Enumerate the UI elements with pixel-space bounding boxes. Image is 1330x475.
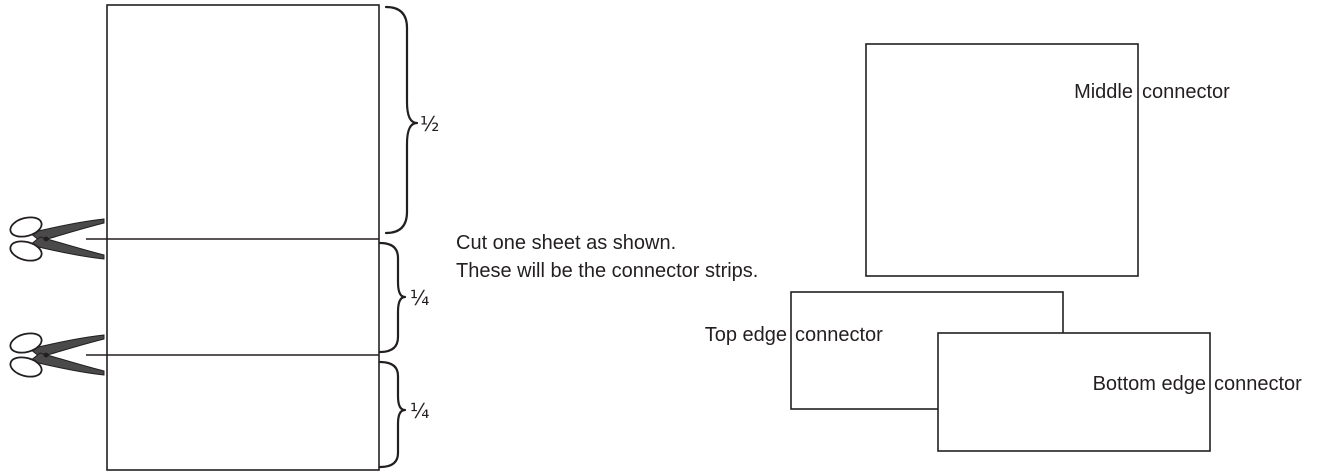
brace-quarter-upper bbox=[378, 241, 407, 354]
top-edge-connector-suffix: connector bbox=[795, 324, 883, 346]
instruction-line-2: These will be the connector strips. bbox=[456, 260, 758, 282]
bottom-edge-connector: Bottom edge connector bbox=[937, 332, 1302, 452]
top-edge-connector-word: Top edge bbox=[705, 324, 787, 346]
scissors-icon bbox=[9, 332, 105, 378]
bottom-edge-connector-word: Bottom edge bbox=[1093, 373, 1206, 395]
brace-quarter-lower bbox=[378, 360, 407, 469]
fraction-half: ½ bbox=[420, 112, 439, 136]
fraction-quarter-lower: ¼ bbox=[410, 399, 429, 423]
middle-connector-word: Middle bbox=[1074, 81, 1133, 103]
middle-connector-rect bbox=[865, 43, 1139, 277]
middle-connector-suffix: connector bbox=[1142, 81, 1230, 103]
instruction-line-1: Cut one sheet as shown. bbox=[456, 232, 676, 254]
brace-half bbox=[384, 5, 419, 235]
paper-sheet bbox=[86, 4, 380, 471]
middle-connector: Middle connector bbox=[865, 43, 1230, 277]
sheet-outline bbox=[106, 4, 380, 471]
bottom-edge-connector-rect bbox=[937, 332, 1211, 452]
fraction-quarter-upper: ¼ bbox=[410, 286, 429, 310]
bottom-edge-connector-suffix: connector bbox=[1214, 373, 1302, 395]
scissors-icon bbox=[9, 216, 105, 262]
